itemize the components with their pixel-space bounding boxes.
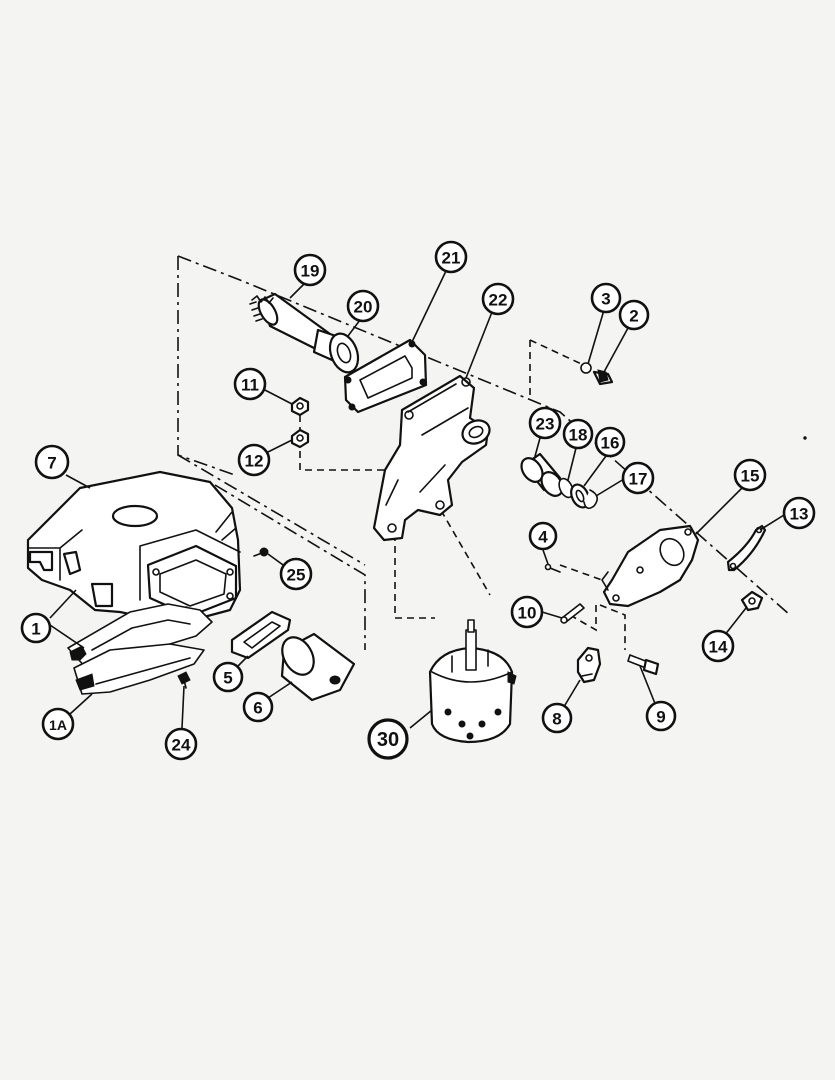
- callout-15: 15: [733, 458, 767, 492]
- plate-part-1a: [73, 643, 205, 695]
- callout-5: 5: [212, 661, 244, 693]
- bracket-part-22: [372, 374, 491, 542]
- callout-30-label: 30: [377, 729, 399, 751]
- callout-12: 12: [237, 443, 271, 477]
- bolt-part-9: [627, 654, 660, 676]
- callout-25: 25: [279, 557, 313, 591]
- callout-13: 13: [782, 496, 816, 530]
- motor-part-30: [428, 619, 517, 744]
- callout-18: 18: [562, 418, 594, 450]
- nut-bolt-parts-3-2: [580, 362, 614, 386]
- callout-2-label: 2: [629, 307, 638, 326]
- callout-3-label: 3: [601, 290, 610, 309]
- callout-6: 6: [242, 691, 274, 723]
- callout-24-label: 24: [172, 736, 191, 755]
- callout-21-label: 21: [442, 249, 461, 268]
- cotter-pin-part-10: [560, 603, 585, 624]
- callout-2: 2: [618, 299, 650, 331]
- clevis-part-8: [576, 646, 602, 684]
- callout-16: 16: [594, 426, 626, 458]
- callout-16-label: 16: [601, 434, 620, 453]
- callout-10: 10: [510, 595, 544, 629]
- clip-part-17: [583, 489, 598, 510]
- callout-19-label: 19: [301, 262, 320, 281]
- callout-18-label: 18: [569, 426, 588, 445]
- callout-1: 1: [20, 612, 52, 644]
- callout-12-label: 12: [245, 452, 264, 471]
- cover-plate-part-15: [601, 524, 700, 608]
- screw-part-24: [177, 671, 191, 689]
- clip-part-14: [740, 590, 764, 612]
- callout-17-label: 17: [629, 470, 648, 489]
- ring-part-18: [558, 477, 574, 499]
- flanged-washer-part-20: [328, 332, 360, 374]
- callout-17: 17: [621, 461, 655, 495]
- callout-19: 19: [293, 253, 327, 287]
- callout-22-label: 22: [489, 291, 508, 310]
- callout-4: 4: [528, 521, 558, 551]
- shaft-part-19: [249, 292, 338, 362]
- callout-24: 24: [164, 727, 198, 761]
- centerlines: [177, 255, 791, 650]
- callout-7: 7: [34, 444, 70, 480]
- callout-15-label: 15: [741, 467, 760, 486]
- callout-11: 11: [233, 367, 267, 401]
- seal-ring-part-5: [230, 610, 292, 660]
- screw-part-25: [253, 547, 269, 557]
- callout-4-label: 4: [538, 528, 548, 547]
- callout-11-label: 11: [241, 376, 259, 395]
- callout-25-label: 25: [287, 566, 306, 585]
- scan-speck: [803, 436, 807, 440]
- callout-9-label: 9: [656, 708, 665, 727]
- filter-block-part-6: [280, 632, 356, 702]
- callout-14-label: 14: [709, 638, 728, 657]
- callout-1a-label: 1A: [49, 717, 67, 733]
- housing-part-7: [26, 470, 242, 620]
- callout-14: 14: [701, 629, 735, 663]
- callout-23-label: 23: [536, 415, 555, 434]
- callout-6-label: 6: [253, 699, 262, 718]
- callout-1-label: 1: [31, 620, 40, 639]
- callout-8: 8: [541, 702, 573, 734]
- callout-5-label: 5: [223, 669, 232, 688]
- nut-part-12: [290, 428, 310, 449]
- clip-part-13: [726, 524, 767, 572]
- callout-13-label: 13: [790, 505, 809, 524]
- callout-30: 30: [367, 718, 409, 760]
- gasket-plate-part-21: [343, 338, 428, 414]
- callout-20: 20: [346, 289, 380, 323]
- callout-22: 22: [481, 282, 515, 316]
- pin-part-4: [544, 563, 561, 573]
- callout-3: 3: [590, 282, 622, 314]
- callout-10-label: 10: [518, 604, 537, 623]
- bushing-part-23: [520, 452, 564, 497]
- callout-23: 23: [528, 406, 562, 440]
- callout-7-label: 7: [47, 454, 56, 473]
- callout-20-label: 20: [354, 298, 373, 317]
- callout-9: 9: [645, 700, 677, 732]
- nut-part-11: [290, 396, 310, 417]
- callout-1a: 1A: [41, 707, 75, 741]
- callout-21: 21: [434, 240, 468, 274]
- leader-lines: [49, 270, 785, 729]
- callout-8-label: 8: [552, 710, 561, 729]
